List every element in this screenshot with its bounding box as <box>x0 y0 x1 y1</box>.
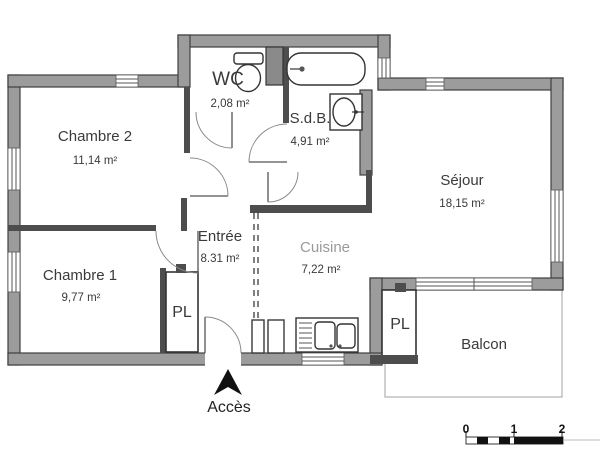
wall-chambre2-entree-lower <box>181 198 187 231</box>
entrance-opening <box>205 352 241 366</box>
window-chambre2-left <box>7 147 21 191</box>
wall-cuisine-balcony <box>369 277 383 366</box>
door-sdb <box>248 123 288 163</box>
toilet-icon <box>233 52 264 93</box>
scale-tick-2: 2 <box>559 422 566 436</box>
scale-tick-0: 0 <box>463 422 470 436</box>
scale-bar: 0 1 2 <box>463 422 600 445</box>
wall-top-right <box>377 77 564 91</box>
wall-sdb-right-connector <box>366 170 372 213</box>
window-sdb-small <box>377 57 391 79</box>
window-chambre1-left <box>7 251 21 293</box>
closet-balcony <box>370 283 418 364</box>
area-cuisine: 7,22 m² <box>302 264 341 276</box>
access-arrow-icon <box>214 369 242 395</box>
door-chambre1 <box>155 230 199 274</box>
wall-left <box>7 74 21 366</box>
duct-box <box>265 46 284 86</box>
area-sdb: 4,91 m² <box>291 136 330 148</box>
bathtub-icon <box>286 52 366 86</box>
scale-tick-1: 1 <box>511 422 518 436</box>
window-balcony-sliding-door <box>415 277 533 291</box>
door-wc <box>195 111 233 149</box>
window-cuisine-bottom <box>301 352 345 366</box>
label-balcon: Balcon <box>461 336 507 353</box>
kitchen-sink-icon <box>295 317 359 353</box>
wall-wc-sdb <box>283 47 289 123</box>
label-sejour: Séjour <box>440 172 483 189</box>
label-chambre1: Chambre 1 <box>43 267 117 284</box>
area-chambre1: 9,77 m² <box>62 292 101 304</box>
area-sejour: 18,15 m² <box>439 198 485 210</box>
door-chambre2 <box>189 157 229 197</box>
window-sejour-top <box>425 77 445 91</box>
label-acces: Accès <box>207 399 251 416</box>
partition-post-1 <box>251 319 265 354</box>
wall-sdb-bottom <box>258 205 372 213</box>
area-wc: 2,08 m² <box>211 98 250 110</box>
wall-stub-cap <box>250 205 259 213</box>
wall-protrusion-top <box>177 34 391 48</box>
label-entree: Entrée <box>198 228 242 245</box>
label-chambre2: Chambre 2 <box>58 128 132 145</box>
wall-protrusion-left <box>177 34 191 88</box>
label-pl-balcon: PL <box>390 316 410 333</box>
label-cuisine: Cuisine <box>300 239 350 256</box>
windows <box>7 57 564 366</box>
label-wc: WC <box>212 69 244 90</box>
label-sdb: S.d.B. <box>290 110 331 127</box>
area-entree: 8.31 m² <box>201 253 240 265</box>
door-entrance <box>204 316 242 354</box>
window-chambre2-top <box>115 74 139 88</box>
washbasin-icon <box>329 93 364 131</box>
door-cuisine <box>267 171 299 203</box>
partition-post-2 <box>267 319 285 354</box>
closet-entree <box>165 264 199 353</box>
wall-chambre2-entree-upper <box>184 87 190 153</box>
wall-chambre1-chambre2 <box>8 225 156 231</box>
wall-chambre1-entree <box>160 268 166 353</box>
interior-walls <box>8 46 373 354</box>
label-pl-entree: PL <box>172 304 192 321</box>
wall-top-left <box>7 74 185 88</box>
doors <box>155 111 299 354</box>
area-chambre2: 11,14 m² <box>73 155 118 167</box>
window-sejour-right <box>550 189 564 263</box>
room-labels: Chambre 2 11,14 m² WC 2,08 m² S.d.B. 4,9… <box>43 69 507 416</box>
